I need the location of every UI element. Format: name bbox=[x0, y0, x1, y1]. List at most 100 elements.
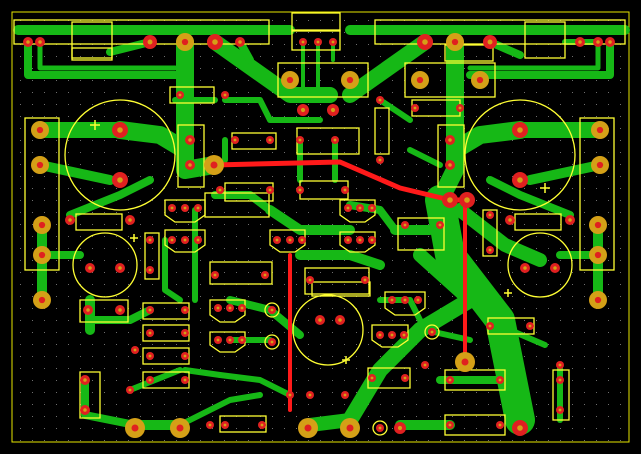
via-icon[interactable] bbox=[341, 186, 349, 194]
via-icon[interactable] bbox=[565, 215, 575, 225]
via-icon[interactable] bbox=[226, 336, 234, 344]
via-icon[interactable] bbox=[143, 35, 157, 49]
via-icon[interactable] bbox=[286, 391, 294, 399]
via-icon[interactable] bbox=[368, 236, 376, 244]
via-icon[interactable] bbox=[231, 136, 239, 144]
via-icon[interactable] bbox=[221, 91, 229, 99]
via-icon[interactable] bbox=[80, 375, 90, 385]
via-icon[interactable] bbox=[168, 204, 176, 212]
via-icon[interactable] bbox=[281, 71, 299, 89]
via-icon[interactable] bbox=[266, 186, 274, 194]
via-icon[interactable] bbox=[356, 236, 364, 244]
via-icon[interactable] bbox=[314, 38, 322, 46]
via-icon[interactable] bbox=[80, 405, 90, 415]
via-icon[interactable] bbox=[459, 192, 475, 208]
via-icon[interactable] bbox=[388, 331, 396, 339]
via-icon[interactable] bbox=[238, 304, 246, 312]
via-icon[interactable] bbox=[115, 263, 125, 273]
via-icon[interactable] bbox=[394, 422, 406, 434]
via-icon[interactable] bbox=[146, 236, 154, 244]
via-icon[interactable] bbox=[376, 156, 384, 164]
via-icon[interactable] bbox=[261, 271, 269, 279]
via-icon[interactable] bbox=[181, 376, 189, 384]
via-icon[interactable] bbox=[31, 121, 49, 139]
via-icon[interactable] bbox=[258, 421, 266, 429]
via-icon[interactable] bbox=[400, 331, 408, 339]
via-icon[interactable] bbox=[298, 236, 306, 244]
via-icon[interactable] bbox=[376, 96, 384, 104]
via-icon[interactable] bbox=[414, 296, 422, 304]
via-icon[interactable] bbox=[181, 204, 189, 212]
via-icon[interactable] bbox=[445, 135, 455, 145]
via-icon[interactable] bbox=[388, 296, 396, 304]
via-icon[interactable] bbox=[168, 236, 176, 244]
via-icon[interactable] bbox=[85, 263, 95, 273]
via-icon[interactable] bbox=[296, 186, 304, 194]
via-icon[interactable] bbox=[456, 104, 464, 112]
via-icon[interactable] bbox=[146, 352, 154, 360]
via-icon[interactable] bbox=[146, 266, 154, 274]
via-icon[interactable] bbox=[589, 216, 607, 234]
via-icon[interactable] bbox=[33, 246, 51, 264]
via-icon[interactable] bbox=[235, 37, 245, 47]
via-icon[interactable] bbox=[575, 37, 585, 47]
via-icon[interactable] bbox=[486, 322, 494, 330]
via-icon[interactable] bbox=[170, 418, 190, 438]
via-icon[interactable] bbox=[65, 215, 75, 225]
via-icon[interactable] bbox=[486, 246, 494, 254]
via-icon[interactable] bbox=[341, 71, 359, 89]
via-icon[interactable] bbox=[421, 361, 429, 369]
via-icon[interactable] bbox=[115, 305, 125, 315]
via-icon[interactable] bbox=[486, 211, 494, 219]
via-icon[interactable] bbox=[211, 271, 219, 279]
via-icon[interactable] bbox=[368, 374, 376, 382]
via-icon[interactable] bbox=[315, 315, 325, 325]
via-icon[interactable] bbox=[185, 135, 195, 145]
via-icon[interactable] bbox=[593, 37, 603, 47]
via-icon[interactable] bbox=[216, 186, 224, 194]
via-icon[interactable] bbox=[207, 34, 223, 50]
via-icon[interactable] bbox=[483, 35, 497, 49]
via-icon[interactable] bbox=[31, 156, 49, 174]
via-icon[interactable] bbox=[286, 236, 294, 244]
via-icon[interactable] bbox=[306, 276, 314, 284]
via-icon[interactable] bbox=[112, 122, 128, 138]
via-icon[interactable] bbox=[344, 236, 352, 244]
via-icon[interactable] bbox=[512, 172, 528, 188]
via-icon[interactable] bbox=[401, 296, 409, 304]
via-icon[interactable] bbox=[238, 336, 246, 344]
via-icon[interactable] bbox=[496, 421, 504, 429]
via-icon[interactable] bbox=[268, 306, 276, 314]
via-icon[interactable] bbox=[356, 204, 364, 212]
via-icon[interactable] bbox=[411, 71, 429, 89]
via-icon[interactable] bbox=[556, 361, 564, 369]
via-icon[interactable] bbox=[146, 329, 154, 337]
via-icon[interactable] bbox=[176, 33, 194, 51]
via-icon[interactable] bbox=[446, 33, 464, 51]
via-icon[interactable] bbox=[512, 122, 528, 138]
via-icon[interactable] bbox=[327, 104, 339, 116]
via-icon[interactable] bbox=[368, 204, 376, 212]
via-icon[interactable] bbox=[556, 376, 564, 384]
via-icon[interactable] bbox=[298, 418, 318, 438]
via-icon[interactable] bbox=[376, 331, 384, 339]
via-icon[interactable] bbox=[589, 246, 607, 264]
via-icon[interactable] bbox=[306, 391, 314, 399]
via-icon[interactable] bbox=[376, 424, 384, 432]
via-icon[interactable] bbox=[131, 346, 139, 354]
via-icon[interactable] bbox=[194, 204, 202, 212]
via-icon[interactable] bbox=[268, 338, 276, 346]
via-icon[interactable] bbox=[512, 420, 528, 436]
via-icon[interactable] bbox=[226, 304, 234, 312]
via-icon[interactable] bbox=[520, 263, 530, 273]
via-icon[interactable] bbox=[181, 306, 189, 314]
via-icon[interactable] bbox=[266, 136, 274, 144]
via-icon[interactable] bbox=[496, 376, 504, 384]
via-icon[interactable] bbox=[83, 305, 93, 315]
via-icon[interactable] bbox=[428, 328, 436, 336]
via-icon[interactable] bbox=[329, 38, 337, 46]
via-icon[interactable] bbox=[126, 386, 134, 394]
via-icon[interactable] bbox=[194, 236, 202, 244]
